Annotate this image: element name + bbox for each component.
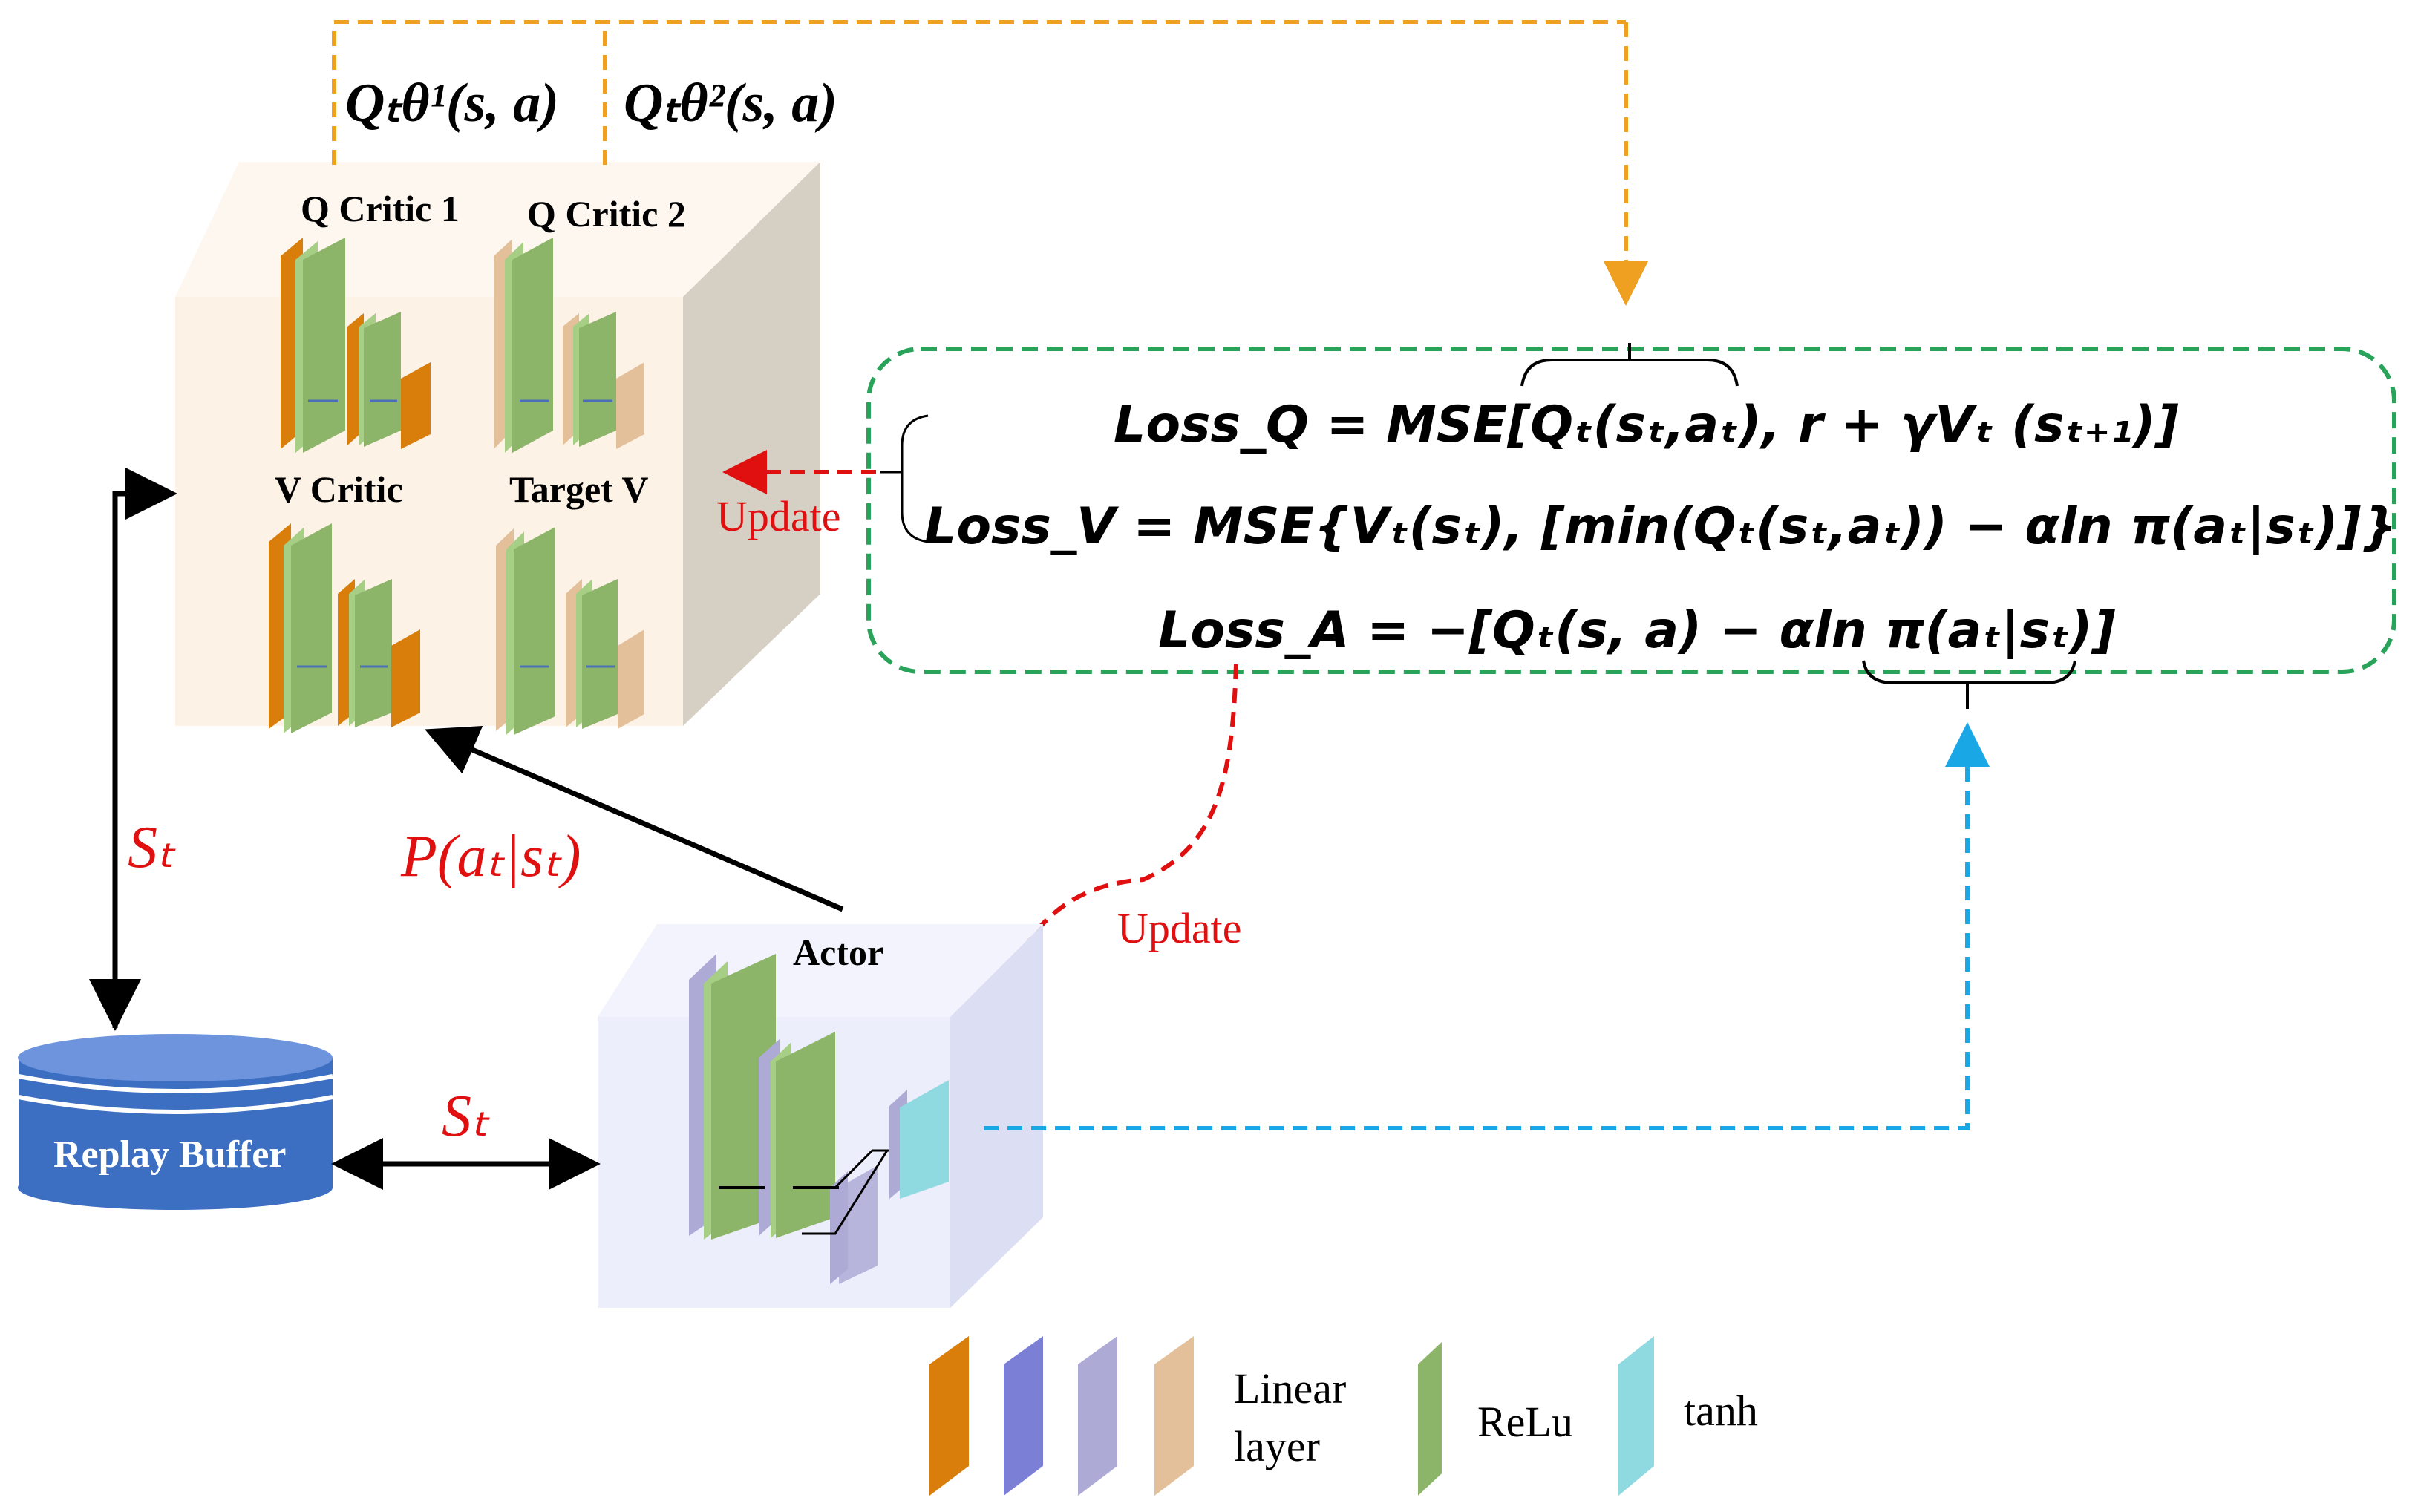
actor-network xyxy=(689,954,949,1284)
legend-tanh-label: tanh xyxy=(1684,1387,1758,1435)
pi-underbrace xyxy=(1862,660,2076,684)
legend-relu-label: ReLu xyxy=(1477,1398,1573,1446)
legend-relu xyxy=(1418,1342,1442,1496)
v-critic-network xyxy=(269,523,420,733)
actor-title: Actor xyxy=(793,932,883,973)
state-label-bottom: Sₜ xyxy=(442,1084,490,1149)
q-critic-2-network xyxy=(494,238,644,453)
q-critic-2-title: Q Critic 2 xyxy=(527,193,686,235)
q2-output-label: Qₜθ²(s, a) xyxy=(624,73,837,134)
legend xyxy=(929,1336,1654,1496)
loss-brace-left xyxy=(901,414,929,543)
legend-blue-layer xyxy=(1004,1336,1043,1496)
loss-q-equation: Loss_Q = MSE[Qₜ(sₜ,aₜ), r + γVₜ (sₜ₊₁)] xyxy=(1114,396,2179,454)
q-critic-1-network xyxy=(281,238,431,453)
target-v-title: Target V xyxy=(509,468,649,510)
loss-v-equation: Loss_V = MSE{Vₜ(sₜ), [min(Qₜ(sₜ,aₜ)) − α… xyxy=(924,497,2397,556)
q1-output-label: Qₜθ¹(s, a) xyxy=(345,73,559,134)
replay-buffer-cylinder xyxy=(18,1034,333,1210)
replay-buffer-label: Replay Buffer xyxy=(53,1133,286,1176)
target-v-network xyxy=(496,527,644,735)
legend-linear-label-2: layer xyxy=(1234,1422,1320,1470)
loss-box xyxy=(866,347,2396,674)
policy-to-critic-arrow xyxy=(425,726,844,912)
q-output-connector xyxy=(332,20,1648,306)
update-actor-label: Update xyxy=(1117,904,1242,952)
legend-tanh xyxy=(1618,1336,1654,1496)
state-arrow-buffer-critic xyxy=(112,468,177,1028)
policy-feedback-arrow xyxy=(984,722,1990,1130)
legend-peach-layer xyxy=(1154,1336,1194,1496)
loss-a-equation: Loss_A = −[Qₜ(s, a) − αln π(aₜ|sₜ)] xyxy=(1158,601,2116,660)
policy-label: P(aₜ|sₜ) xyxy=(400,824,581,889)
legend-orange-layer xyxy=(929,1336,969,1496)
v-critic-title: V Critic xyxy=(275,468,403,510)
q-overbrace xyxy=(1520,359,1739,387)
legend-linear-label-1: Linear xyxy=(1234,1364,1346,1413)
q-critic-1-title: Q Critic 1 xyxy=(301,188,460,229)
legend-lavender-layer xyxy=(1078,1336,1117,1496)
update-critic-label: Update xyxy=(716,492,841,540)
state-label-left: Sₜ xyxy=(128,815,176,880)
